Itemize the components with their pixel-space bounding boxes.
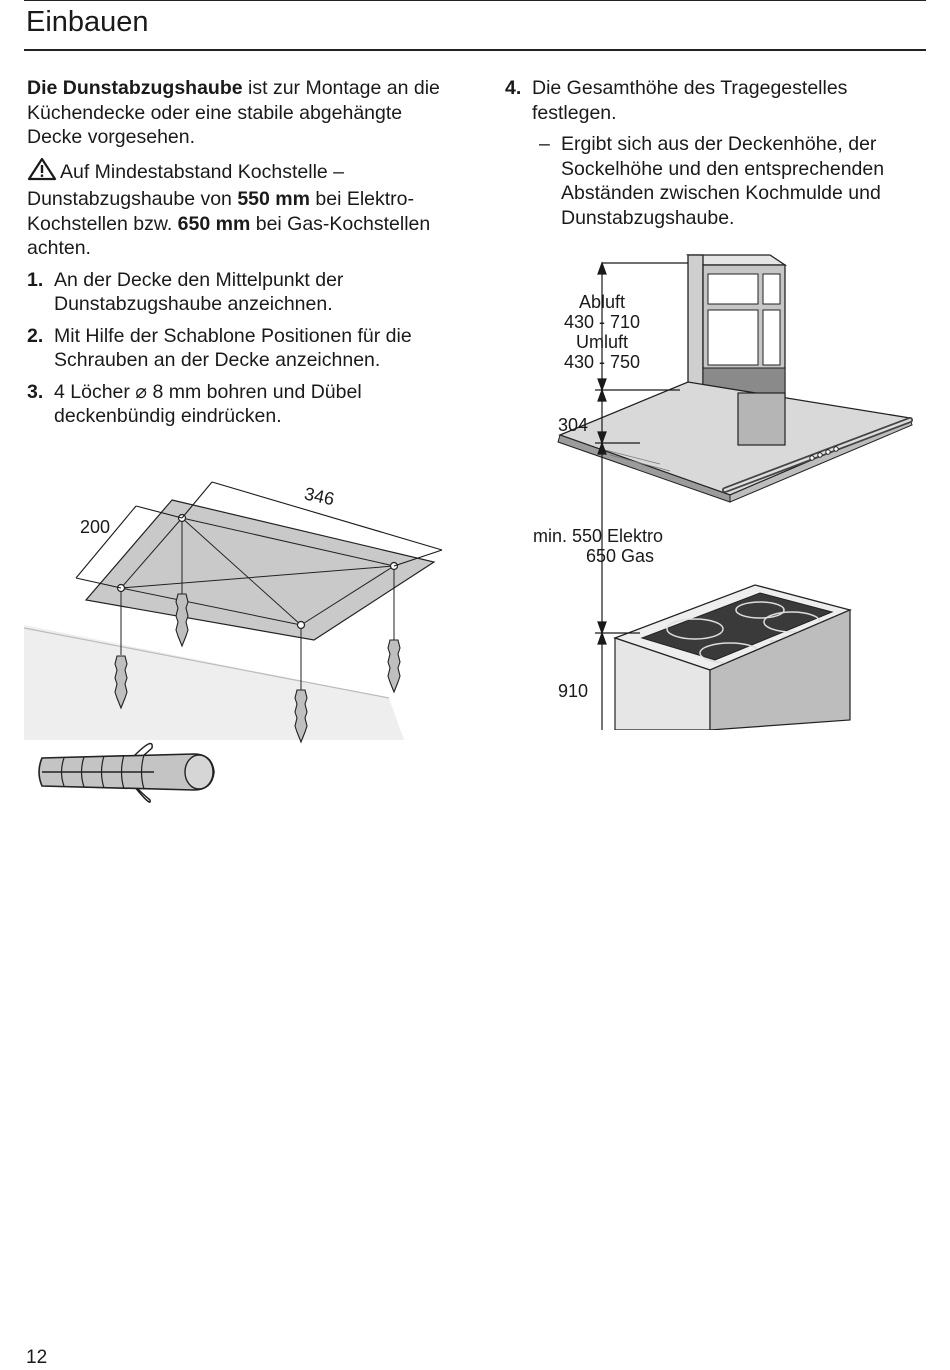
label-template-depth: 200 (80, 517, 110, 537)
warning-triangle-icon (27, 157, 57, 188)
page-number: 12 (26, 1347, 48, 1368)
top-rule (24, 0, 926, 1)
label-hood-height: 304 (558, 415, 588, 435)
step-text: Mit Hilfe der Schablone Positionen für d… (54, 324, 412, 372)
warning-text-pre: Auf Mindestabstand Kochstelle – Dunstabz… (27, 160, 345, 211)
intro-paragraph: Die Dunstabzugshaube ist zur Montage an … (27, 76, 447, 150)
step-4: 4. Die Gesamthöhe des Tragegestelles fes… (505, 76, 925, 125)
step-2: 2. Mit Hilfe der Schablone Positionen fü… (27, 324, 447, 373)
warning-text-post: bei Gas-Kochstellen achten. (27, 212, 431, 260)
page-title: Einbauen (26, 6, 149, 38)
step-number: 3. (27, 380, 44, 403)
hood-dimension-figure: Abluft 430 - 710 Umluft 430 - 750 304 mi… (533, 254, 913, 730)
dowel-detail-figure (38, 742, 215, 803)
dash-bullet: – (539, 133, 550, 155)
sub-item: – Ergibt sich aus der Deckenhöhe, der So… (539, 132, 925, 230)
label-umluft-range: 430 - 750 (564, 352, 640, 372)
sub-item-text: Ergibt sich aus der Deckenhöhe, der Sock… (561, 133, 885, 229)
step-1: 1. An der Decke den Mittelpunkt der Duns… (27, 268, 447, 317)
step-text: An der Decke den Mittelpunkt der Dunstab… (54, 268, 344, 316)
hood-illustration (557, 254, 913, 730)
left-column: Die Dunstabzugshaube ist zur Montage an … (27, 76, 447, 436)
label-abluft: Abluft (579, 292, 625, 312)
intro-text: ist zur Montage an die Küchendecke oder … (27, 77, 440, 148)
ceiling-illustration (24, 499, 436, 744)
warning-text-mid: bei Elektro-Kochstellen bzw. (27, 188, 415, 235)
label-umluft: Umluft (576, 332, 628, 352)
ceiling-dimension-lines (75, 481, 443, 589)
label-gas: 650 Gas (586, 546, 654, 566)
dimension-lines (595, 261, 688, 730)
step-number: 4. (505, 77, 522, 99)
ceiling-template-figure: 346 200 (24, 481, 443, 744)
step-number: 1. (27, 268, 44, 291)
dowel-illustration (38, 742, 215, 803)
step-text: 4 Löcher ⌀ 8 mm bohren und Dübel deckenb… (54, 380, 362, 428)
warning-value-gas: 650 mm (177, 212, 251, 235)
title-rule (24, 49, 926, 51)
intro-bold: Die Dunstabzugshaube (27, 77, 243, 99)
label-template-width: 346 (303, 483, 337, 509)
right-column: 4. Die Gesamthöhe des Tragegestelles fes… (505, 76, 925, 230)
step-3: 3. 4 Löcher ⌀ 8 mm bohren und Dübel deck… (27, 380, 447, 429)
label-counter-height: 910 (558, 681, 588, 701)
label-min-elektro: min. 550 Elektro (533, 526, 663, 546)
label-abluft-range: 430 - 710 (564, 312, 640, 332)
step-text: Die Gesamthöhe des Tragegestelles festle… (532, 77, 848, 124)
step-number: 2. (27, 324, 44, 347)
warning-paragraph: Auf Mindestabstand Kochstelle – Dunstabz… (27, 157, 447, 261)
warning-value-electric: 550 mm (237, 188, 310, 210)
